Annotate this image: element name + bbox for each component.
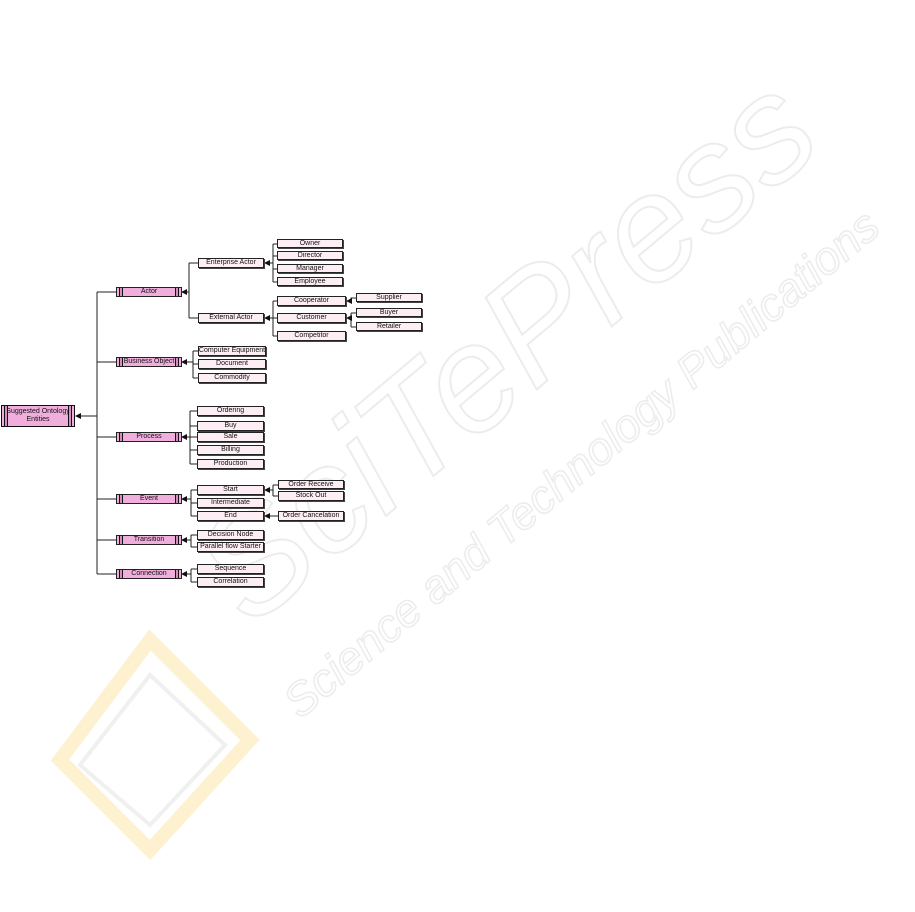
node-computer-equipment: Computer Equipment [198, 346, 266, 356]
node-order-cancelation: Order Cancelation [278, 511, 344, 521]
node-commodity: Commodity [198, 373, 266, 383]
node-sale: Sale [197, 432, 264, 442]
node-parallel-flow-starter: Parallel flow Starter [197, 542, 264, 552]
node-stock-out: Stock Out [278, 491, 344, 501]
root-node: Suggested Ontology Entities [1, 405, 75, 427]
node-ordering: Ordering [197, 406, 264, 416]
node-correlation: Correlation [197, 577, 264, 587]
watermark-gray-shape [77, 672, 228, 828]
node-intermediate: Intermediate [197, 498, 264, 508]
node-sequence: Sequence [197, 564, 264, 574]
node-retailer: Retailer [356, 322, 422, 331]
node-manager: Manager [277, 264, 343, 273]
category-connection: Connection [116, 569, 182, 579]
node-competitor: Competitor [277, 331, 346, 341]
node-end: End [197, 511, 264, 521]
node-buyer: Buyer [356, 308, 422, 317]
link-cooperator-supplier [346, 297, 356, 304]
node-cooperator: Cooperator [277, 296, 346, 306]
category-actor: Actor [116, 287, 182, 297]
node-start: Start [197, 485, 264, 495]
watermark-yellow-shape [50, 629, 260, 861]
category-transition: Transition [116, 535, 182, 545]
node-owner: Owner [277, 239, 343, 248]
node-order-receive: Order Receive [278, 480, 344, 489]
node-customer: Customer [277, 313, 346, 323]
node-director: Director [277, 251, 343, 260]
node-decision-node: Decision Node [197, 530, 264, 540]
node-billing: Billing [197, 445, 264, 455]
node-enterprise-actor: Enterprise Actor [198, 258, 264, 268]
category-business-object: Business Object [116, 357, 182, 367]
category-process: Process [116, 432, 182, 442]
node-supplier: Supplier [356, 293, 422, 302]
node-document: Document [198, 359, 266, 369]
node-buy: Buy [197, 421, 264, 431]
node-employee: Employee [277, 277, 343, 286]
node-production: Production [197, 459, 264, 469]
category-event: Event [116, 494, 182, 504]
node-external-actor: External Actor [198, 313, 264, 323]
